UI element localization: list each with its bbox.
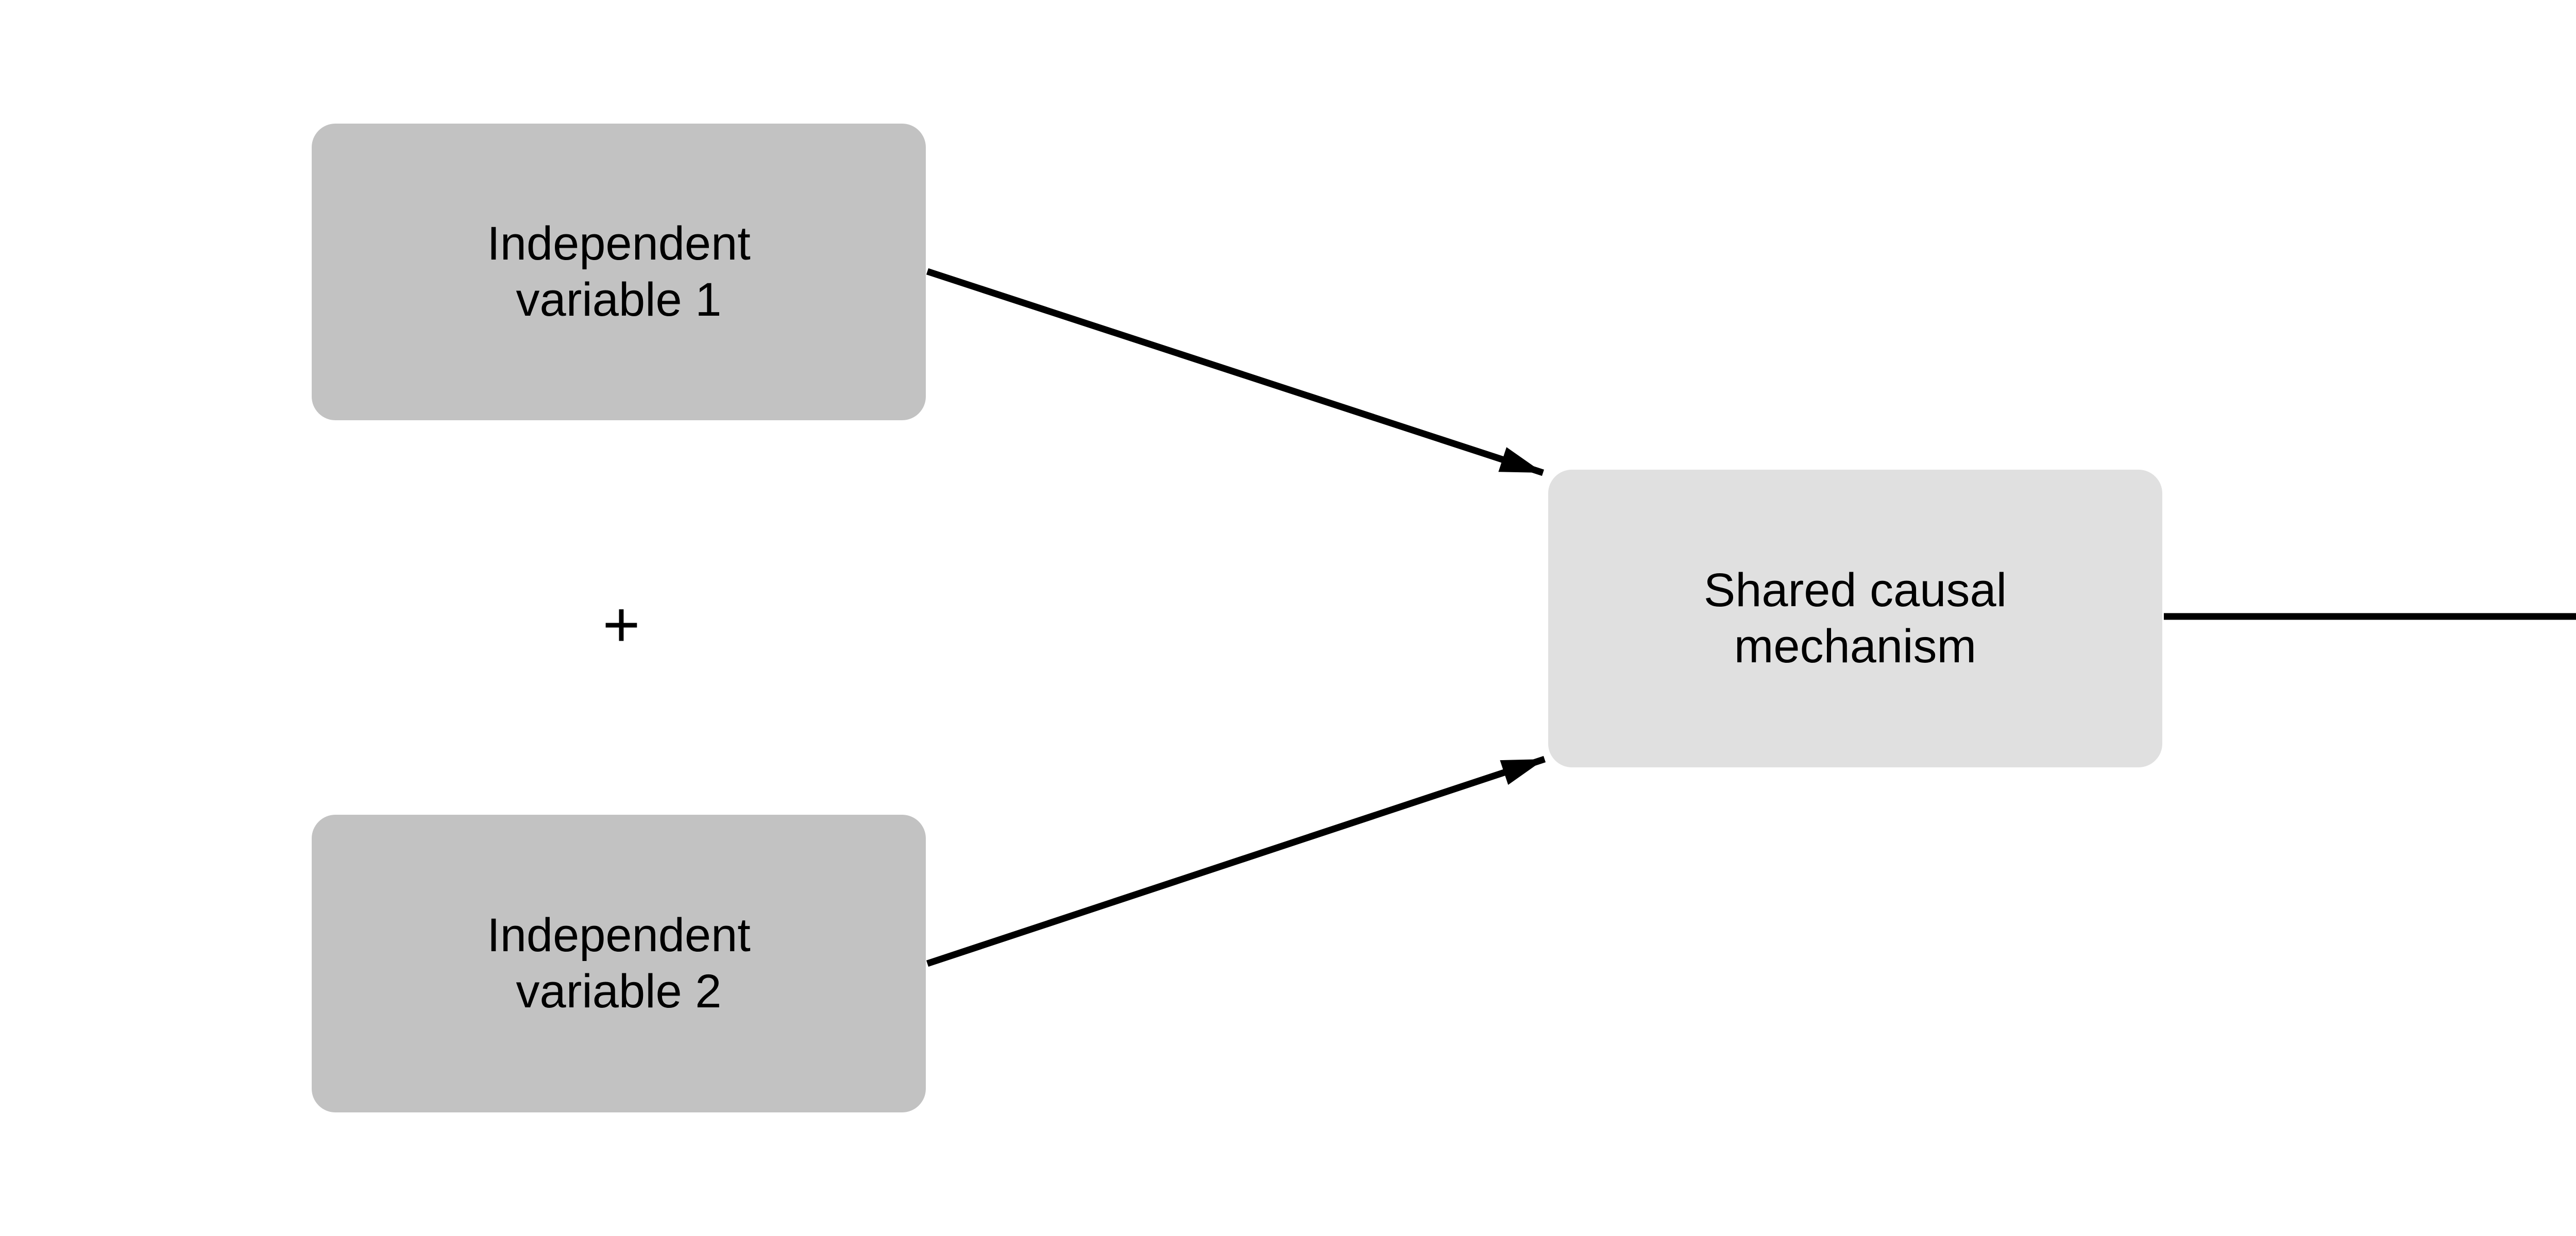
node-label-line: Independent: [487, 217, 751, 270]
node-label-line: Independent: [487, 909, 751, 962]
node-shared-causal-mechanism: Shared causal mechanism: [1548, 470, 2162, 767]
plus-operator: +: [602, 589, 640, 661]
node-label-line: Shared causal: [1703, 564, 2007, 617]
node-label-line: variable 1: [516, 273, 722, 326]
node-label-line: variable 2: [516, 965, 722, 1018]
edge-iv2-to-mechanism: [926, 756, 1546, 967]
node-independent-variable-2: Independent variable 2: [312, 815, 926, 1112]
node-label-line: mechanism: [1734, 620, 1977, 673]
edge-iv1-to-mechanism: [926, 268, 1545, 476]
node-independent-variable-1: Independent variable 1: [312, 124, 926, 420]
